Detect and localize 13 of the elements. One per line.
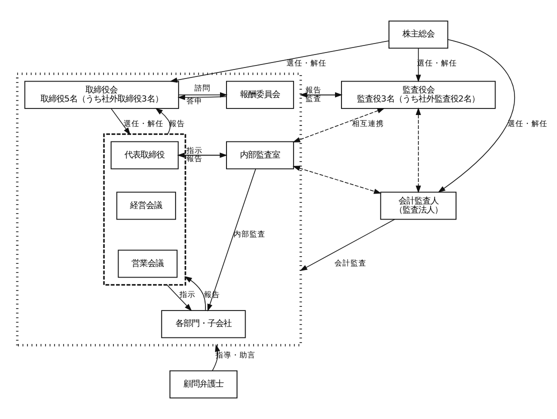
edge-label: 選任・解任 — [286, 58, 326, 68]
edge-label: 選任・解任 — [124, 118, 164, 128]
edge-label: 指示 — [186, 146, 203, 155]
edge-label: 会計監査 — [334, 258, 366, 268]
edge-label: 報告 — [306, 86, 322, 95]
edge-label: 選任・解任 — [507, 118, 548, 128]
edge-label: 報告 — [186, 154, 203, 164]
edge-label: 内部監査 — [233, 230, 266, 239]
edge-label: 相互連携 — [352, 118, 384, 128]
edge-label: 答申 — [186, 96, 203, 106]
edge-label: 監査 — [306, 94, 322, 103]
edge-label: 諮問 — [194, 83, 211, 92]
edge-label: 指示 — [180, 290, 196, 299]
